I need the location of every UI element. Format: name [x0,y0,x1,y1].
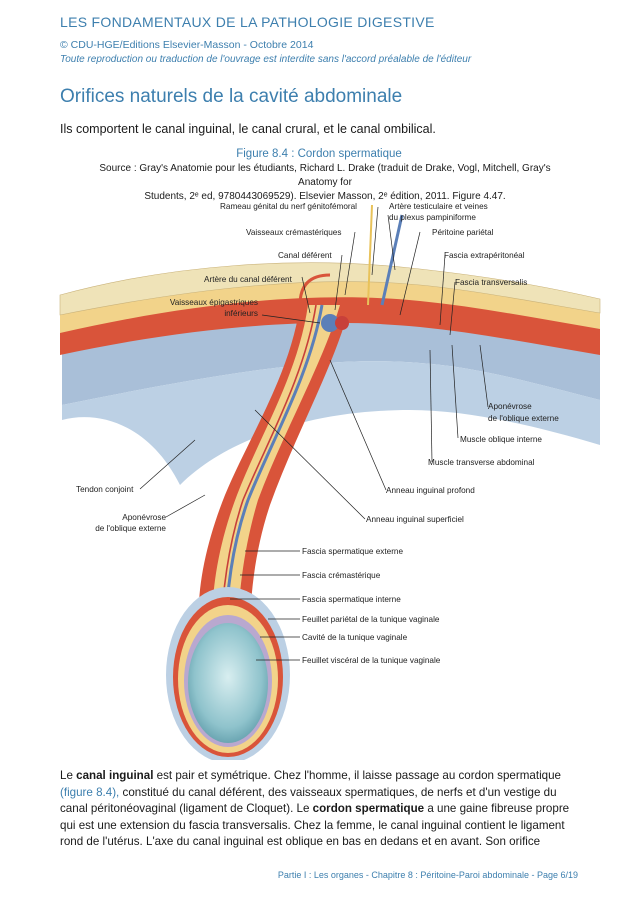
label-fascia-extraperitoneal: Fascia extrapéritonéal [444,251,525,260]
intro-text: Ils comportent le canal inguinal, le can… [60,122,436,136]
leader-lines [139,206,489,661]
label-artere-canal-deferent: Artère du canal déférent [204,275,293,284]
label-tendon-conjoint: Tendon conjoint [76,485,134,494]
label-fascia-sperm-interne: Fascia spermatique interne [302,595,401,604]
testis [188,623,268,743]
figure-source-line1: Source : Gray's Anatomie pour les étudia… [99,163,551,188]
figure-link[interactable]: (figure 8.4), [60,785,120,799]
label-peritoine-parietal: Péritoine pariétal [432,228,494,237]
parietal-peritoneum-layer [59,262,601,316]
label-fascia-cremasterique: Fascia crémastérique [302,571,381,580]
header-copyright: © CDU-HGE/Editions Elsevier-Masson - Oct… [60,39,314,51]
figure-source-line2: Students, 2ᵉ ed, 9780443069529). Elsevie… [144,191,506,202]
label-vaisseaux-epigastriques-2: inférieurs [224,309,258,318]
testicular-vein-top [380,214,404,306]
label-feuillet-visceral: Feuillet viscéral de la tunique vaginale [302,656,441,665]
spermatic-cord-illustration: Rameau génital du nerf génitofémoral Art… [59,202,601,760]
label-aponevrose-gauche-1: Aponévrose [122,513,166,522]
label-muscle-transverse: Muscle transverse abdominal [428,458,535,467]
label-artere-testiculaire-2: du plexus pampiniforme [389,213,476,222]
label-aponevrose-1: Aponévrose [488,402,532,411]
cremasteric-vessels [298,273,331,306]
label-aponevrose-gauche-2: de l'oblique externe [95,524,166,533]
genital-branch-nerve [367,204,373,306]
label-fascia-sperm-externe: Fascia spermatique externe [302,547,403,556]
page-footer: Partie I : Les organes - Chapitre 8 : Pé… [277,870,578,880]
term-canal-inguinal: canal inguinal [76,769,154,782]
inferior-epigastric-artery [335,316,349,330]
label-feuillet-parietal: Feuillet pariétal de la tunique vaginale [302,615,440,624]
label-vaisseaux-epigastriques-1: Vaisseaux épigastriques [170,298,258,307]
header-title: LES FONDAMENTAUX DE LA PATHOLOGIE DIGEST… [60,14,435,30]
figure-caption: Figure 8.4 : Cordon spermatique [236,148,402,160]
lower-aponeurosis-layer [62,361,600,485]
label-artere-testiculaire-1: Artère testiculaire et veines [389,202,488,211]
term-cordon-spermatique: cordon spermatique [312,802,425,815]
label-anneau-profond: Anneau inguinal profond [386,486,475,495]
label-muscle-oblique-interne: Muscle oblique interne [460,435,542,444]
header-rights: Toute reproduction ou traduction de l'ou… [60,54,472,65]
label-rameau: Rameau génital du nerf génitofémoral [220,202,357,211]
label-fascia-transversalis: Fascia transversalis [455,278,527,287]
body-paragraph: Le canal inguinal est pair et symétrique… [60,769,570,848]
section-title: Orifices naturels de la cavité abdominal… [60,86,403,107]
figure-source: Source : Gray's Anatomie pour les étudia… [80,162,570,204]
label-vaisseaux-cremasteriques: Vaisseaux crémastériques [246,228,341,237]
label-anneau-superficiel: Anneau inguinal superficiel [366,515,464,524]
label-cavite-tunique: Cavité de la tunique vaginale [302,633,408,642]
label-aponevrose-2: de l'oblique externe [488,414,559,423]
label-canal-deferent: Canal déférent [278,251,332,260]
inferior-epigastric-vessels [321,314,339,332]
internal-spermatic-fascia [212,305,340,635]
